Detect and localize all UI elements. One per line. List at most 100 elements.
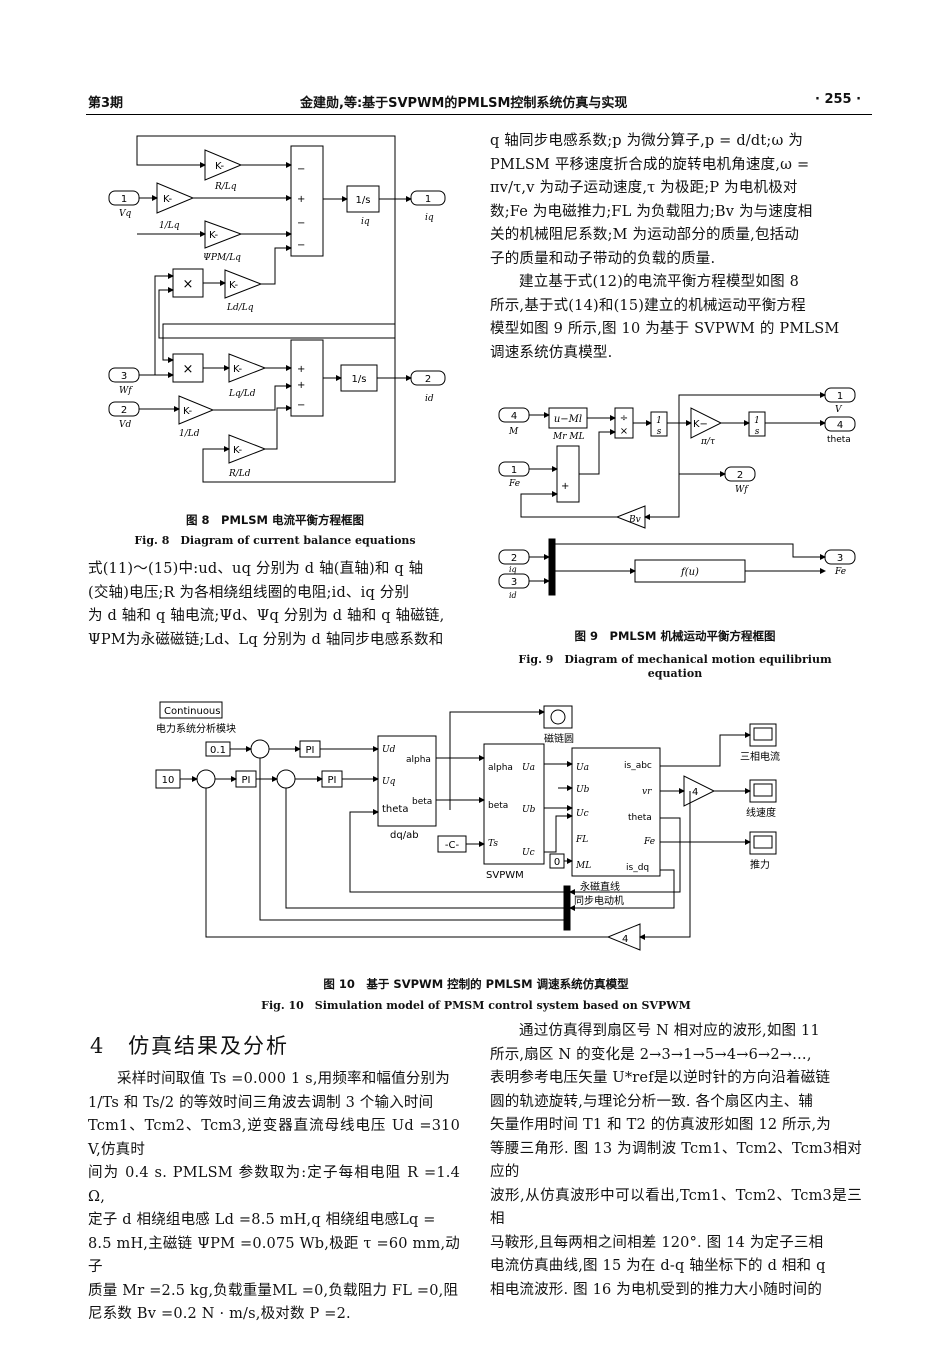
fig8-inport-2-num: 2 bbox=[121, 405, 127, 416]
fig10-svpwm-in-beta: beta bbox=[488, 801, 508, 811]
fig10-sum-2 bbox=[196, 769, 216, 789]
fig10-scope-flux-label: 磁链圆 bbox=[544, 732, 574, 745]
fig8-gain-psi-lq-text: K- bbox=[209, 230, 219, 241]
fig9-caption-cn: 图 9 PMLSM 机械运动平衡方程框图 bbox=[574, 629, 776, 643]
fig10-svpwm-block bbox=[483, 743, 545, 865]
fig10-const-c-text: -C- bbox=[445, 840, 460, 851]
sec4-right-line: 等腰三角形. 图 13 为调制波 Tcm1、Tcm2、Tcm3相对应的 bbox=[490, 1140, 862, 1181]
fig10-scope-current-label: 三相电流 bbox=[740, 750, 780, 763]
fig10-caption-en: Fig. 10 Simulation model of PMSM control… bbox=[261, 999, 691, 1012]
fig8-caption-en: Fig. 8 Diagram of current balance equati… bbox=[134, 534, 416, 547]
fig8-sum-lower-s3: − bbox=[297, 400, 305, 411]
left-line: (交轴)电压;R 为各相绕组线圈的电阻;id、iq 分别 bbox=[88, 584, 410, 601]
fig8-gain-psi-lq-label: ΨPM/Lq bbox=[203, 253, 241, 263]
sec4-left-line: 8.5 mH,主磁链 ΨPM =0.075 Wb,极距 τ =60 mm,动子 bbox=[88, 1235, 460, 1276]
sec4-right-line: 电流仿真曲线,图 15 为在 d-q 轴坐标下的 d 相和 q bbox=[490, 1258, 826, 1274]
fig9-inport-3-label: id bbox=[509, 591, 517, 600]
fig9-fcn-label: Mr ML bbox=[552, 432, 585, 442]
fig8-sum-upper bbox=[290, 145, 324, 257]
fig10-pi-3-text: PI bbox=[328, 775, 337, 786]
fig9-outport-3-num: 3 bbox=[837, 553, 843, 564]
right-line: PMLSM 平移速度折合成的旋转电机角速度,ω = bbox=[490, 156, 810, 173]
header-rule bbox=[86, 114, 872, 115]
fig9-inport-2-num: 2 bbox=[511, 553, 517, 564]
fig9-inport-4-label: M bbox=[508, 427, 519, 437]
sec4-left-line: 1/Ts 和 Ts/2 的等效时间三角波去调制 3 个输入时间 bbox=[88, 1094, 434, 1111]
fig8-gain-r-ld-text: K- bbox=[233, 445, 243, 456]
fig8-gain-lq-ld-label: Lq/Ld bbox=[228, 389, 256, 399]
fig8-outport-1-label: iq bbox=[425, 213, 434, 223]
sec4-right-line: 矢量作用时间 T1 和 T2 的仿真波形如图 12 所示,为 bbox=[490, 1117, 832, 1133]
fig10-demux bbox=[563, 885, 571, 931]
running-header-page: · 255 · bbox=[815, 92, 862, 107]
sec4-right-line: 表明参考电压矢量 U*ref是以逆时针的方向沿着磁链 bbox=[490, 1070, 831, 1086]
figure-9-diagram: 4 M u−Ml Mr ML ÷ × 1 s K− π/τ 1 s 1 V 4 … bbox=[498, 387, 856, 600]
fig9-multiply-sym: × bbox=[620, 426, 628, 437]
fig8-signal-iq: iq bbox=[361, 217, 370, 227]
fig10-powergui-label: 电力系统分析模块 bbox=[156, 722, 236, 735]
fig10-caption-cn: 图 10 基于 SVPWM 控制的 PMLSM 调速系统仿真模型 bbox=[323, 977, 629, 991]
fig10-dqab-in-uq: Uq bbox=[382, 777, 396, 787]
fig8-sum-upper-s3: − bbox=[297, 218, 305, 229]
fig10-gain-4-bottom-text: 4 bbox=[622, 934, 628, 945]
fig9-outport-1-num: 1 bbox=[837, 391, 843, 402]
fig10-motor-in-uc: Uc bbox=[576, 809, 589, 819]
fig10-const-0-text: 0 bbox=[554, 857, 560, 868]
fig9-integrator-1-num: 1 bbox=[656, 416, 662, 426]
sec4-right-line: 圆的轨迹旋转,与理论分析一致. 各个扇区内主、辅 bbox=[490, 1093, 814, 1110]
sec4-left-line: 间为 0.4 s. PMLSM 参数取为:定子每相电阻 R =1.4 Ω, bbox=[88, 1165, 460, 1205]
fig10-motor-block bbox=[571, 747, 661, 877]
fig10-dqab-out-beta: beta bbox=[412, 797, 432, 807]
fig8-gain-1-lq-text: K- bbox=[163, 194, 173, 205]
fig10-svpwm-out-uc: Uc bbox=[522, 848, 535, 858]
sec4-left-line: 尼系数 Bv =0.2 N · m/s,极对数 P =2. bbox=[88, 1306, 351, 1322]
left-line: ΨPM为永磁磁链;Ld、Lq 分别为 d 轴同步电感系数和 bbox=[88, 631, 444, 648]
fig10-motor-in-ua: Ua bbox=[576, 763, 589, 773]
fig8-sum-upper-s2: + bbox=[297, 194, 305, 205]
running-header-title: 金建勋,等:基于SVPWM的PMLSM控制系统仿真与实现 bbox=[300, 96, 628, 111]
fig10-scope-flux bbox=[543, 705, 573, 729]
fig9-wires bbox=[520, 392, 826, 584]
fig9-outport-1-label: V bbox=[835, 405, 843, 415]
fig8-outport-2-num: 2 bbox=[425, 374, 431, 385]
fig9-gain-label: π/τ bbox=[700, 437, 716, 447]
fig9-mux bbox=[548, 538, 556, 596]
fig10-motor-in-ub: Ub bbox=[576, 785, 590, 795]
fig9-integrator-2-num: 1 bbox=[754, 416, 760, 426]
fig10-motor-name-1: 永磁直线 bbox=[580, 880, 620, 893]
fig8-wires bbox=[136, 135, 412, 483]
right-line: 模型如图 9 所示,图 10 为基于 SVPWM 的 PMLSM bbox=[490, 321, 840, 337]
sec4-left-line: 定子 d 相绕组电感 Ld =8.5 mH,q 相绕组电感Lq = bbox=[88, 1212, 436, 1228]
fig9-outport-4-num: 4 bbox=[837, 420, 843, 431]
section4-right-text: 通过仿真得到扇区号 N 相对应的波形,如图 11 所示,扇区 N 的变化是 2→… bbox=[490, 1020, 862, 1302]
section-number: 4 bbox=[90, 1034, 106, 1058]
fig9-inport-4-num: 4 bbox=[511, 411, 517, 422]
fig8-sum-lower-s2: + bbox=[297, 380, 305, 391]
fig8-integrator-lower-text: 1/s bbox=[352, 374, 367, 385]
fig10-motor-out-theta: theta bbox=[628, 813, 652, 823]
fig10-motor-in-ml: ML bbox=[575, 861, 591, 871]
fig10-scope-speed-icon bbox=[753, 783, 773, 797]
fig8-gain-r-ld-label: R/Ld bbox=[228, 469, 251, 479]
figure-10-diagram: Continuous 电力系统分析模块 0.1 10 PI PI PI Ud U… bbox=[155, 701, 780, 951]
right-line: πv/τ,v 为动子运动速度,τ 为极距;P 为电机极对 bbox=[490, 180, 798, 196]
running-header-issue: 第3期 bbox=[88, 96, 124, 111]
right-line: 调速系统仿真模型. bbox=[490, 344, 613, 361]
fig10-dqab-name: dq/ab bbox=[390, 830, 419, 841]
fig10-scope-flux-icon bbox=[550, 709, 566, 725]
fig8-gain-lq-ld-text: K- bbox=[233, 364, 243, 375]
fig9-integrator-2-den: s bbox=[755, 427, 760, 437]
fig10-gain-4 bbox=[683, 775, 716, 807]
fig10-const-10-text: 10 bbox=[162, 775, 175, 786]
fig9-integrator-1-den: s bbox=[657, 427, 662, 437]
fig9-gain-bv-text: Bv bbox=[628, 515, 641, 525]
sec4-right-line: 相电流波形. 图 16 为电机受到的推力大小随时间的 bbox=[490, 1281, 823, 1298]
fig8-inport-2-label: Vd bbox=[119, 420, 131, 430]
fig10-motor-out-vr: vr bbox=[642, 787, 652, 797]
fig10-gain-4-text: 4 bbox=[692, 787, 698, 798]
fig8-gain-r-lq-text: K- bbox=[215, 161, 225, 172]
fig10-scope-force-label: 推力 bbox=[750, 858, 770, 871]
fig10-scope-force-icon bbox=[753, 835, 773, 849]
right-line: 建立基于式(12)的电流平衡方程模型如图 8 bbox=[519, 274, 799, 290]
fig8-inport-3-label: Wf bbox=[119, 386, 133, 396]
